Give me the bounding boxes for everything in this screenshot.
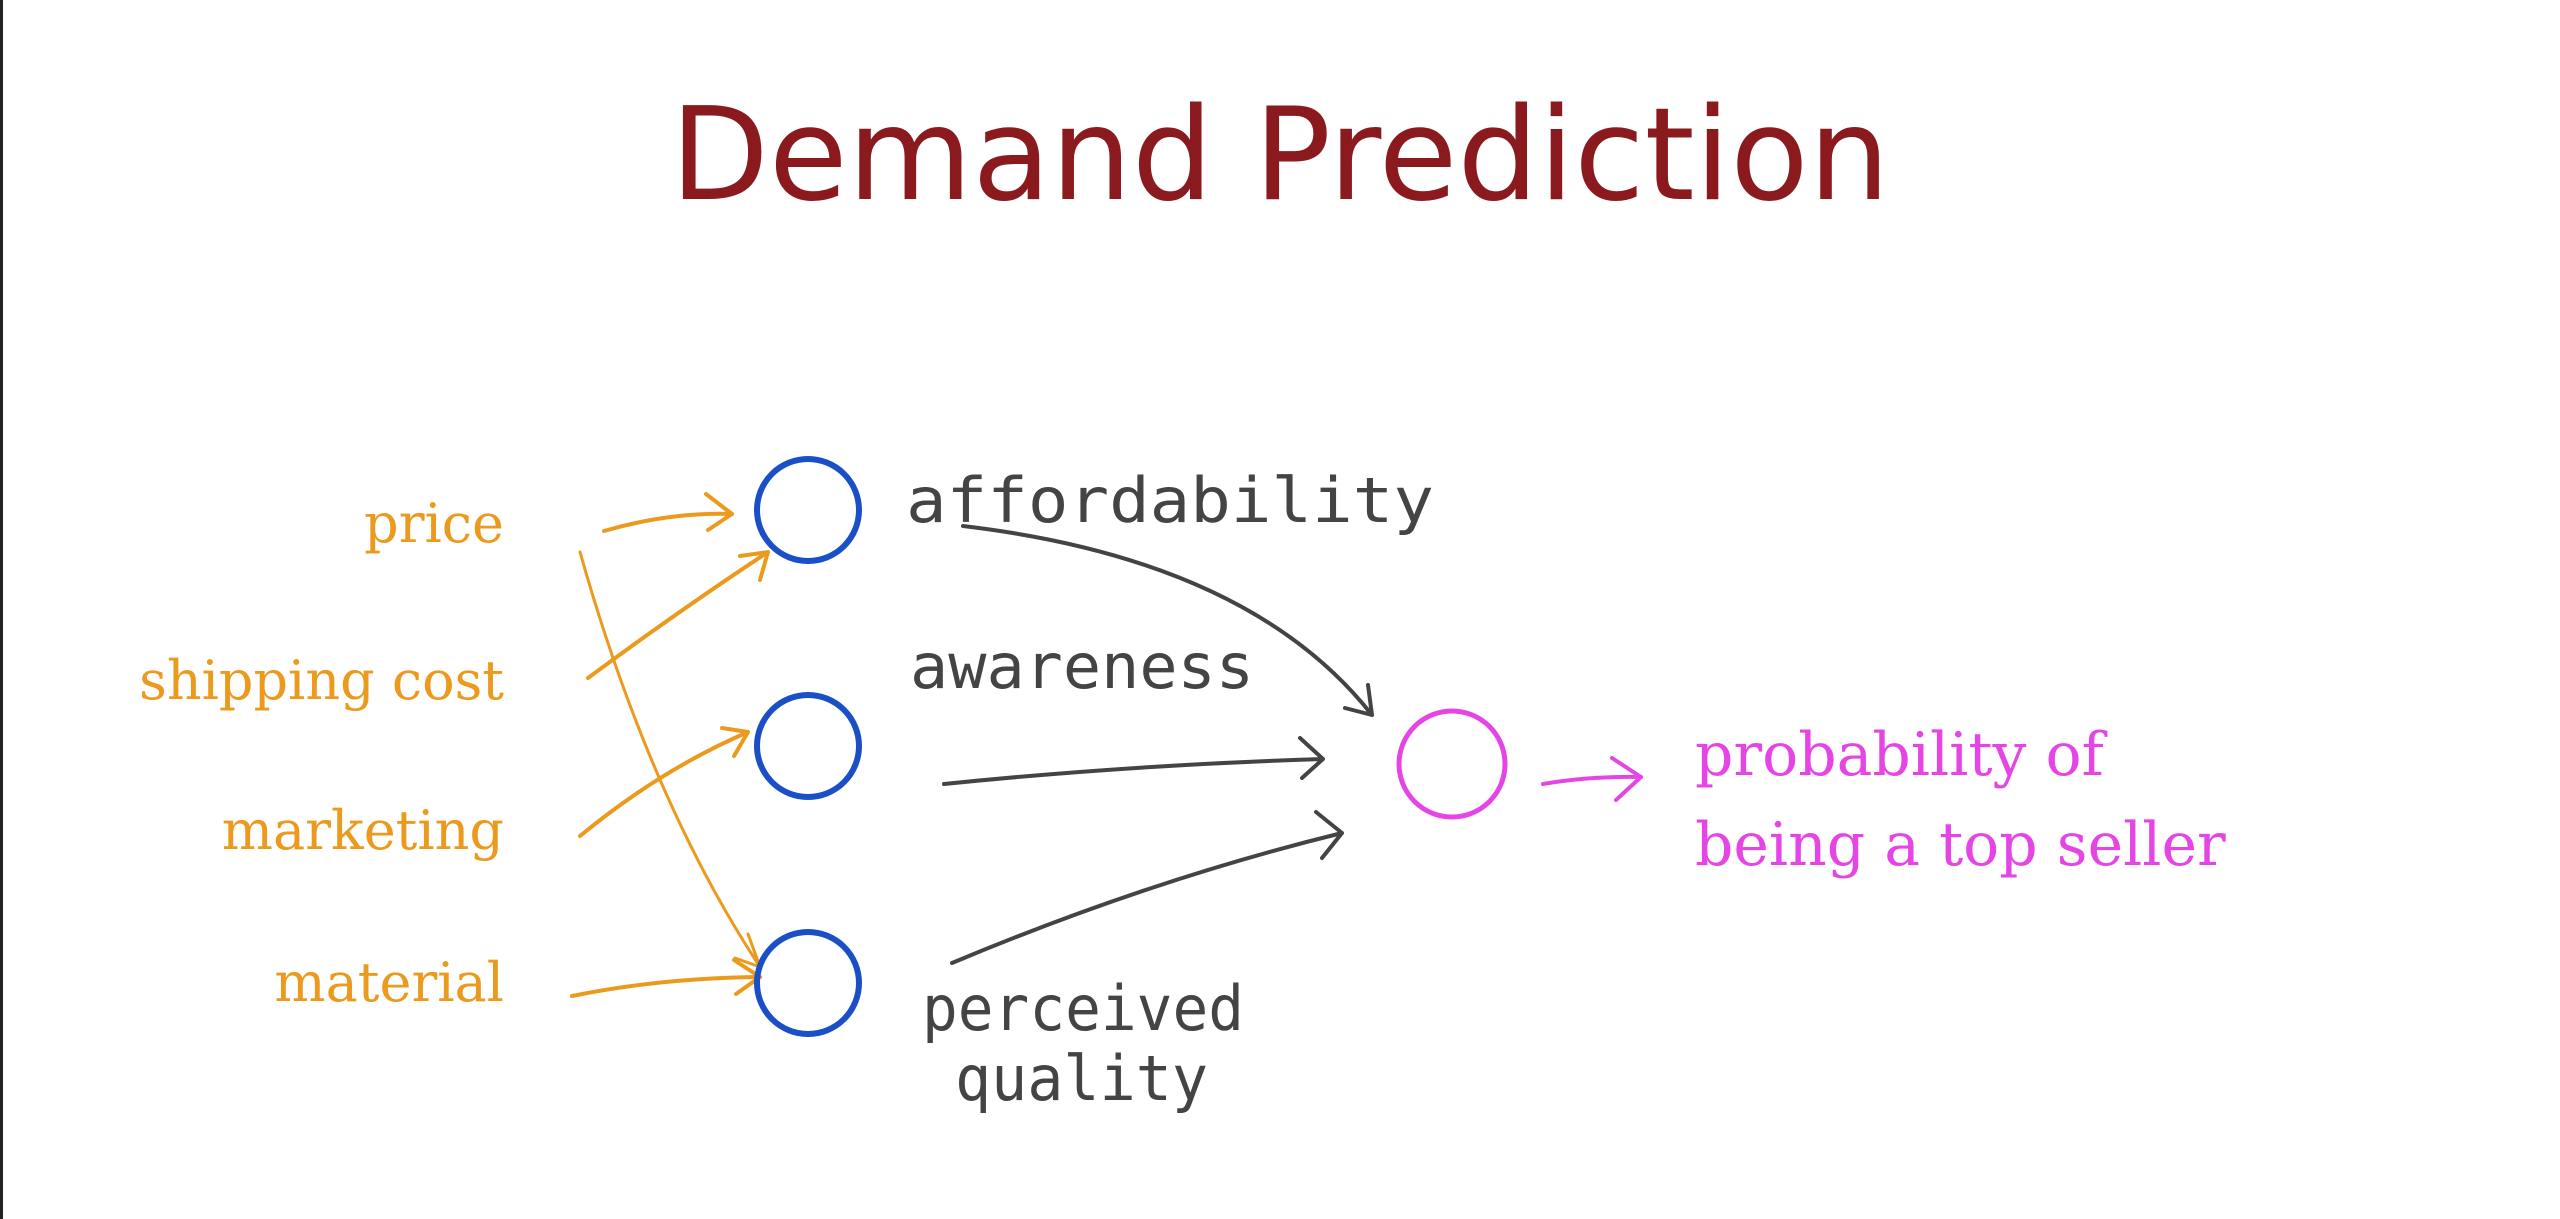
hidden-unit-awareness xyxy=(754,692,862,800)
arrow-price-to-quality xyxy=(578,550,762,969)
left-border xyxy=(0,0,3,1219)
hidden-label-quality: quality xyxy=(955,1042,1208,1115)
output-label-line2: being a top seller xyxy=(1695,810,2226,880)
input-label-marketing: marketing xyxy=(221,799,504,862)
arrow-quality-to-output xyxy=(950,810,1344,965)
arrow-awareness-to-output xyxy=(942,736,1325,786)
arrow-affordability-to-output xyxy=(961,524,1374,717)
input-label-shipping-cost: shipping cost xyxy=(139,649,504,712)
output-label-line1: probability of xyxy=(1695,720,2104,790)
hidden-label-affordability: affordability xyxy=(906,464,1434,537)
output-arrow xyxy=(1541,756,1643,802)
hidden-unit-quality xyxy=(754,929,862,1037)
input-label-material: material xyxy=(274,951,504,1014)
slide-title: Demand Prediction xyxy=(670,81,1890,230)
arrow-shipping-to-affordability xyxy=(586,550,770,680)
output-unit xyxy=(1396,708,1508,820)
hidden-label-perceived: perceived xyxy=(922,972,1244,1045)
arrow-marketing-to-awareness xyxy=(578,726,750,838)
input-label-price: price xyxy=(364,492,504,555)
hidden-label-awareness: awareness xyxy=(910,630,1254,703)
arrow-price-to-affordability xyxy=(602,492,734,533)
hidden-unit-affordability xyxy=(754,456,862,564)
output-label: probability of being a top seller xyxy=(1695,710,2226,890)
arrow-material-to-quality xyxy=(570,958,762,998)
